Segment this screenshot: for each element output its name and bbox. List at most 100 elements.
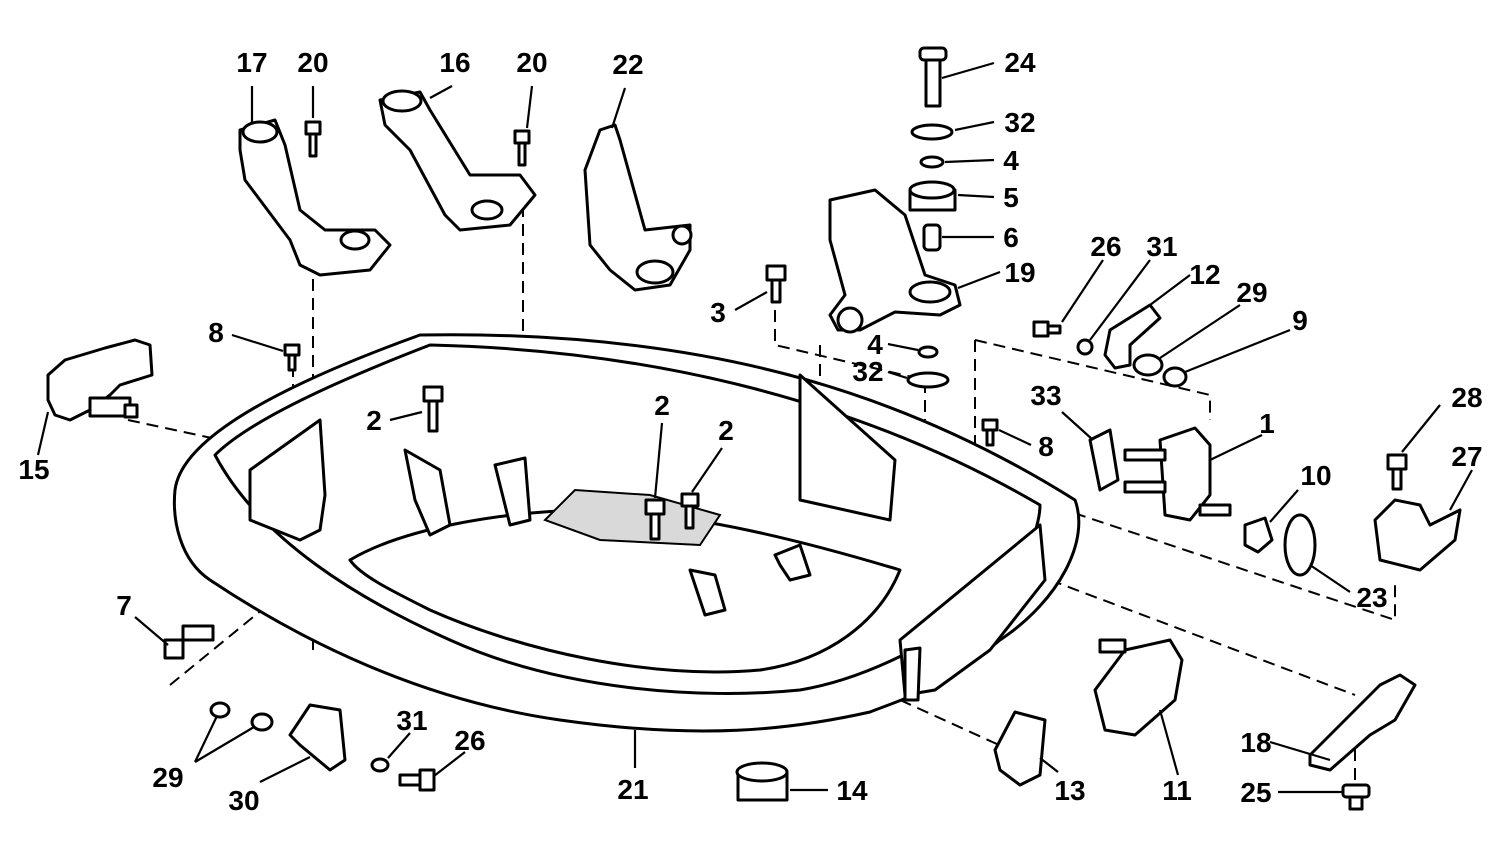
leader-31a bbox=[1089, 259, 1151, 341]
callout-3: 3 bbox=[710, 297, 726, 328]
valve-1-body bbox=[1158, 426, 1212, 522]
cowl-front-rib bbox=[903, 646, 922, 702]
bracket-17-hole bbox=[339, 229, 371, 251]
leader-28 bbox=[1401, 404, 1441, 453]
callout-31b: 31 bbox=[396, 705, 427, 736]
washer-29b-2 bbox=[250, 712, 274, 732]
leader-26b bbox=[433, 751, 466, 777]
dash-line-18 bbox=[1049, 579, 1356, 696]
bracket-22-body bbox=[583, 123, 692, 292]
screw-2b-shank bbox=[649, 512, 661, 541]
cowl-center-mount bbox=[543, 488, 722, 547]
leader-29b bbox=[194, 715, 255, 763]
bracket-19-bore bbox=[908, 280, 952, 304]
lower-parts bbox=[163, 624, 1417, 811]
leader-22 bbox=[610, 87, 627, 129]
lockwasher-4-top bbox=[919, 155, 945, 169]
screw-26b-head bbox=[418, 768, 436, 792]
screw-3-shank bbox=[770, 278, 782, 304]
leader-13 bbox=[1039, 757, 1059, 773]
pad-11-stem bbox=[1098, 638, 1127, 654]
leader-19 bbox=[957, 270, 1001, 290]
callout-29b: 29 bbox=[152, 762, 183, 793]
callout-25: 25 bbox=[1240, 777, 1271, 808]
leader-2b bbox=[653, 422, 664, 499]
leader-16 bbox=[429, 85, 453, 99]
grommet-14-top bbox=[735, 761, 789, 783]
screw-26a-shank bbox=[1046, 324, 1062, 335]
callout-12: 12 bbox=[1189, 259, 1220, 290]
cowl-standoff-2a bbox=[403, 448, 452, 537]
callout-5: 5 bbox=[1003, 182, 1019, 213]
handle-15 bbox=[46, 338, 154, 422]
bracket-22-lug bbox=[671, 224, 693, 246]
screw-28-shank bbox=[1391, 467, 1403, 491]
bracket-16-bore bbox=[381, 89, 423, 113]
leader-1 bbox=[1209, 434, 1263, 461]
callout-2a: 2 bbox=[366, 405, 382, 436]
callout-23: 23 bbox=[1356, 582, 1387, 613]
lockwasher-4-bottom bbox=[917, 345, 939, 359]
callout-7: 7 bbox=[116, 590, 132, 621]
bracket-16-hole bbox=[470, 199, 504, 221]
leader-31b bbox=[387, 732, 411, 759]
screw-20a-shank bbox=[308, 132, 318, 158]
bracket-17-bore bbox=[241, 120, 279, 144]
stud-25-base bbox=[1348, 795, 1364, 811]
callout-18: 18 bbox=[1240, 727, 1271, 758]
leader-10 bbox=[1269, 489, 1299, 523]
leader-5 bbox=[957, 193, 995, 199]
cowl-opening bbox=[348, 508, 902, 674]
cap-10 bbox=[1243, 516, 1274, 554]
valve-1-nipple-upper bbox=[1123, 448, 1167, 462]
leader-18 bbox=[1269, 740, 1331, 762]
callout-28: 28 bbox=[1451, 382, 1482, 413]
grommet-5-top bbox=[908, 180, 956, 200]
callout-9: 9 bbox=[1292, 305, 1308, 336]
callout-26a: 26 bbox=[1090, 231, 1121, 262]
washer-32-top bbox=[910, 123, 954, 141]
bracket-17 bbox=[238, 118, 392, 277]
screw-2c-shank bbox=[684, 504, 695, 530]
leader-8a bbox=[231, 333, 284, 353]
mount-stack bbox=[906, 46, 957, 389]
bracket-22 bbox=[583, 123, 693, 292]
leader-3 bbox=[734, 291, 768, 311]
callout-29a: 29 bbox=[1236, 277, 1267, 308]
screws bbox=[283, 120, 999, 541]
screw-2c-head bbox=[680, 492, 700, 508]
callout-1: 1 bbox=[1259, 408, 1275, 439]
callout-26b: 26 bbox=[454, 725, 485, 756]
leader-8b bbox=[998, 429, 1032, 446]
leader-7 bbox=[134, 616, 169, 646]
cowl-standoff-16 bbox=[493, 456, 532, 527]
washer-31b bbox=[370, 757, 390, 773]
callout-17: 17 bbox=[236, 47, 267, 78]
bracket-16-body bbox=[378, 90, 537, 232]
handle-15-tip bbox=[123, 403, 139, 419]
dash-line-23 bbox=[1019, 494, 1396, 622]
washer-29b-1 bbox=[209, 701, 231, 719]
callout-2c: 2 bbox=[718, 415, 734, 446]
leader-9 bbox=[1184, 328, 1291, 374]
leader-24 bbox=[941, 61, 995, 80]
plate-33 bbox=[1088, 428, 1120, 492]
clamp-23 bbox=[1283, 513, 1317, 577]
sleeve-6 bbox=[922, 223, 942, 252]
leader-27 bbox=[1449, 469, 1473, 511]
cowl-clip bbox=[773, 543, 812, 582]
leader-20b bbox=[525, 85, 534, 129]
screw-24-head bbox=[918, 46, 948, 62]
bracket-16 bbox=[378, 89, 537, 232]
callout-24: 24 bbox=[1004, 47, 1036, 78]
callout-13: 13 bbox=[1054, 775, 1085, 806]
screw-2a-shank bbox=[427, 399, 439, 433]
leader-2c bbox=[691, 447, 723, 493]
right-side-parts bbox=[1032, 303, 1462, 577]
callout-30: 30 bbox=[228, 785, 259, 816]
leader-26a bbox=[1061, 259, 1104, 323]
block-13 bbox=[993, 710, 1047, 787]
callout-8b: 8 bbox=[1038, 431, 1054, 462]
callout-2b: 2 bbox=[654, 390, 670, 421]
